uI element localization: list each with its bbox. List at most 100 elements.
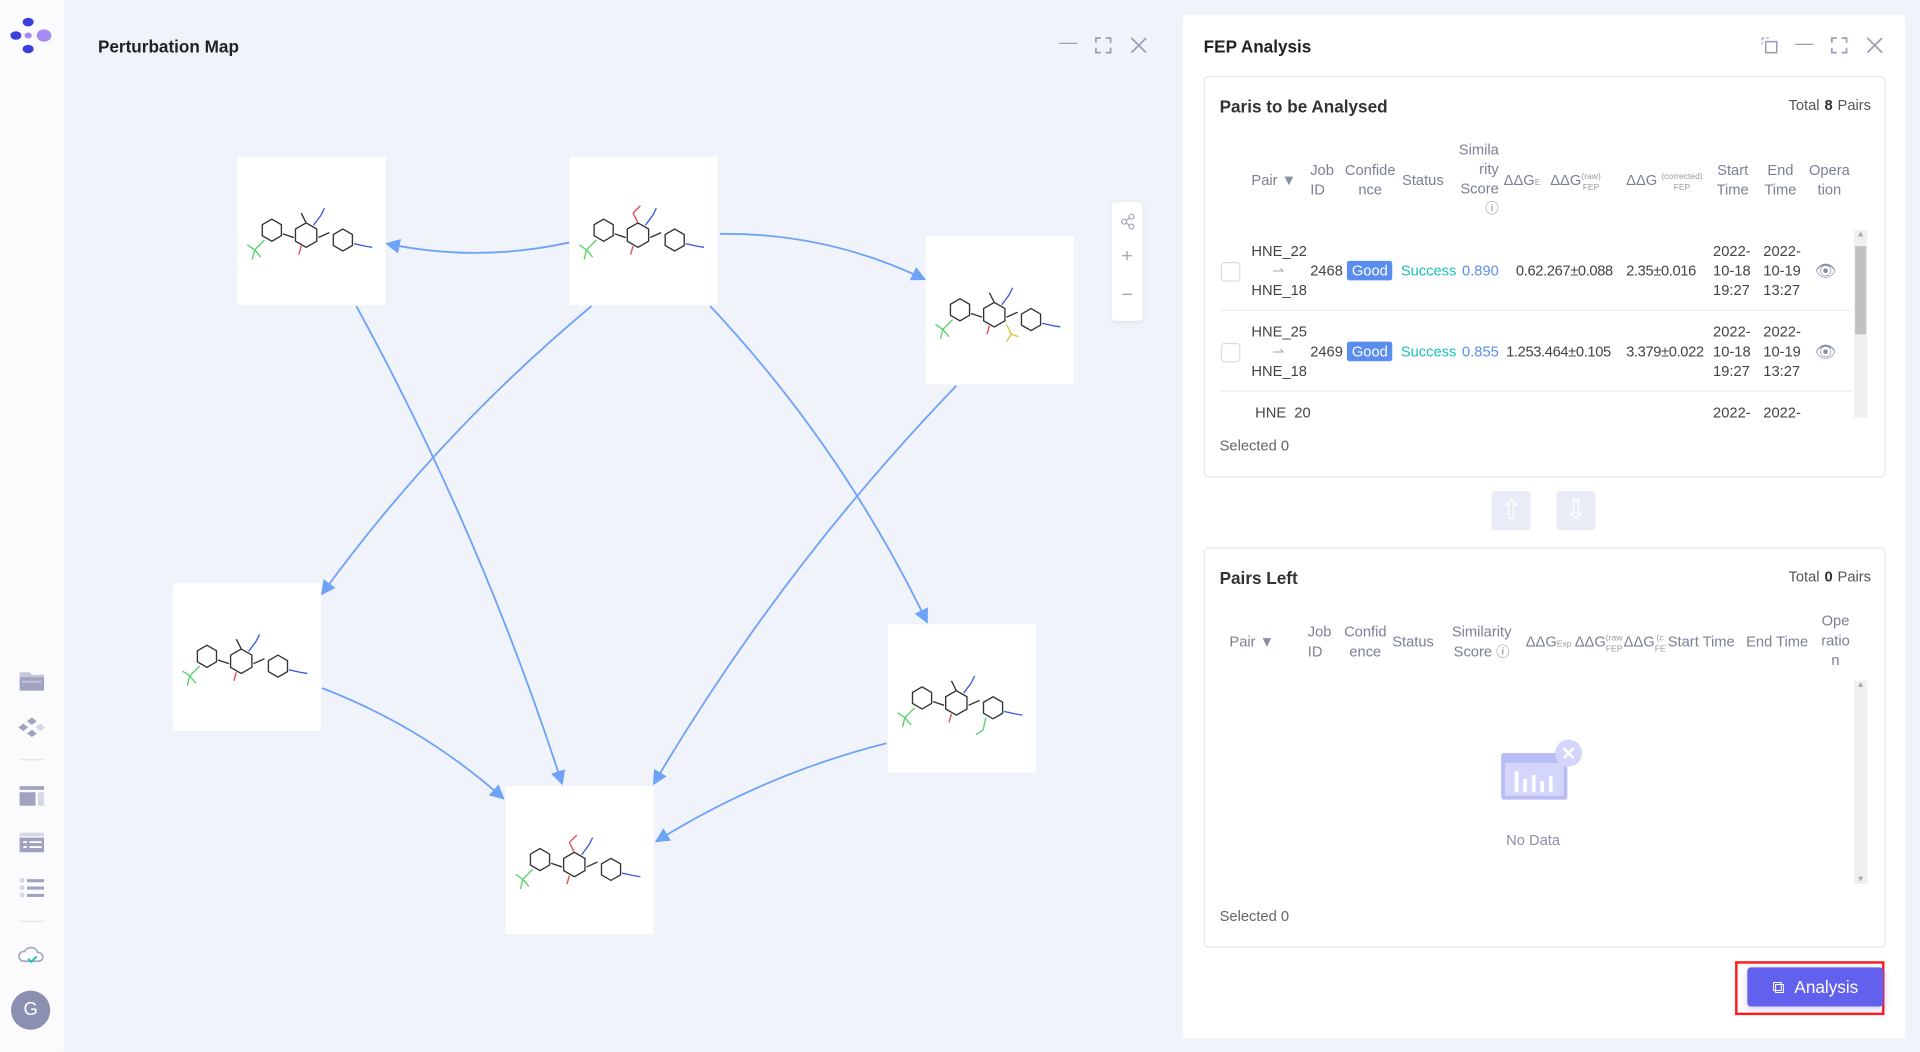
end-time-part: 13:27: [1763, 281, 1801, 299]
layout-icon[interactable]: [17, 784, 46, 808]
row-divider: [1219, 390, 1852, 392]
card-title: Pairs Left: [1219, 568, 1298, 588]
fep-analysis-panel: FEP Analysis — Paris to be Analysed Tota…: [1182, 14, 1906, 1039]
badge-label: Good: [1346, 341, 1393, 362]
perturbation-edge[interactable]: [709, 305, 928, 624]
status-column-header: Status: [1392, 633, 1434, 651]
status-cell: Success: [1400, 342, 1457, 361]
scroll-up-icon[interactable]: ▲: [1856, 680, 1865, 690]
logo-icon[interactable]: [10, 17, 54, 56]
molecules-icon[interactable]: [17, 715, 46, 739]
ddg-corrected-cell: 2.35±0.016: [1626, 262, 1696, 280]
confidence-column-header: Confid ence: [1344, 623, 1387, 661]
ddg-corrected-cell: 3.379±0.022: [1626, 342, 1704, 361]
empty-state-text: No Data: [1506, 831, 1561, 849]
close-icon[interactable]: [1866, 37, 1883, 54]
molecule-structure: [515, 834, 641, 890]
perturbation-edge[interactable]: [654, 742, 887, 843]
total-value: 8: [1824, 96, 1833, 114]
confidence-column-header: Confide nce: [1344, 161, 1396, 199]
molecule-node[interactable]: [569, 156, 718, 305]
molecule-structure: [897, 675, 1023, 736]
job-id-cell: 2469: [1310, 342, 1343, 361]
perturbation-edge[interactable]: [719, 232, 927, 281]
pair-cell: HNE_25⇀HNE_18: [1251, 322, 1307, 381]
filter-icon[interactable]: ▼: [1281, 171, 1297, 189]
ddg-exp-value: 1.25: [1506, 342, 1534, 361]
perturbation-edge[interactable]: [321, 687, 505, 800]
eye-icon[interactable]: 👁︎: [1814, 341, 1837, 362]
status-cell: Success: [1400, 262, 1457, 280]
molecule-node[interactable]: [887, 624, 1036, 773]
minimize-icon[interactable]: —: [1795, 33, 1814, 54]
header-sub: FEP: [1673, 183, 1691, 193]
maximize-icon[interactable]: [1095, 37, 1112, 54]
pair-from: HNE_25: [1251, 323, 1307, 341]
eye-icon[interactable]: 👁︎: [1814, 260, 1837, 281]
popout-icon[interactable]: [1761, 37, 1778, 54]
header-sup: (corrected): [1661, 172, 1703, 182]
start-time-part: 2022-: [1713, 242, 1751, 260]
row-checkbox[interactable]: [1220, 342, 1241, 363]
info-icon[interactable]: ⓘ: [1485, 202, 1499, 217]
pair-cell: HNE_20: [1255, 404, 1311, 418]
scroll-down-icon[interactable]: ▼: [1856, 875, 1865, 885]
end-time-part: 10-19: [1763, 342, 1801, 361]
analysis-button[interactable]: ⧉Analysis: [1747, 967, 1884, 1007]
filter-icon[interactable]: ▼: [1259, 633, 1275, 651]
end-time-part: 2022-: [1763, 404, 1801, 418]
avatar[interactable]: G: [11, 990, 51, 1030]
molecule-node[interactable]: [925, 236, 1074, 385]
share-nodes-icon[interactable]: [1119, 213, 1136, 230]
perturbation-edge[interactable]: [320, 305, 593, 596]
cloud-check-icon[interactable]: [17, 943, 46, 967]
sidebar-divider: [19, 920, 45, 923]
job-id-column-header: Job ID: [1307, 623, 1332, 661]
perturbation-edge[interactable]: [652, 385, 957, 786]
header-label: ΔΔG: [1550, 171, 1582, 189]
molecule-node[interactable]: [237, 156, 386, 305]
job-id-column-header: Job ID: [1310, 161, 1334, 199]
info-icon[interactable]: ⓘ: [1496, 645, 1510, 661]
scrollbar[interactable]: ▲: [1853, 230, 1868, 418]
scroll-up-icon[interactable]: ▲: [1856, 230, 1865, 239]
ddg-exp-column-header: ΔΔGE: [1504, 170, 1541, 193]
ddg-raw-value: 3.464±0.105: [1533, 342, 1611, 361]
zoom-in-icon[interactable]: +: [1121, 246, 1133, 267]
list-card-icon[interactable]: [17, 830, 46, 854]
pair-column-header[interactable]: Pair ▼: [1229, 632, 1274, 652]
header-label: ΔΔG: [1503, 171, 1535, 189]
scrollbar-thumb[interactable]: [1855, 246, 1867, 335]
folder-icon[interactable]: [17, 669, 46, 693]
pair-from: HNE_22: [1251, 242, 1307, 260]
empty-data-icon: [1501, 739, 1583, 800]
confidence-badge: Good: [1346, 341, 1393, 362]
row-checkbox[interactable]: [1220, 262, 1241, 282]
status-column-header: Status: [1402, 171, 1444, 189]
job-id-cell: 2468: [1310, 262, 1343, 280]
move-up-button[interactable]: ⇧: [1491, 491, 1531, 531]
close-icon[interactable]: [1130, 37, 1147, 54]
map-zoom-toolbar: + −: [1111, 202, 1143, 321]
ddg-cell: 1.253.464±0.105: [1506, 342, 1611, 362]
scrollbar[interactable]: ▲ ▼: [1853, 680, 1868, 885]
zoom-out-icon[interactable]: −: [1121, 285, 1133, 307]
operation-column-header: Ope ratio n: [1821, 612, 1850, 669]
perturbation-edge[interactable]: [355, 305, 566, 786]
maximize-icon[interactable]: [1830, 37, 1848, 54]
ddg-raw-column-header: ΔΔG(raw)FEP: [1550, 170, 1601, 192]
minimize-icon[interactable]: —: [1059, 31, 1078, 53]
end-time-part: 13:27: [1763, 362, 1801, 380]
pair-column-header[interactable]: Pair ▼: [1251, 170, 1296, 190]
molecule-node[interactable]: [172, 582, 321, 732]
badge-label: Good: [1346, 260, 1393, 281]
molecule-node[interactable]: [505, 786, 654, 935]
perturbation-edge[interactable]: [385, 239, 570, 254]
list-icon[interactable]: [17, 876, 46, 900]
move-down-button[interactable]: ⇩: [1556, 491, 1596, 531]
